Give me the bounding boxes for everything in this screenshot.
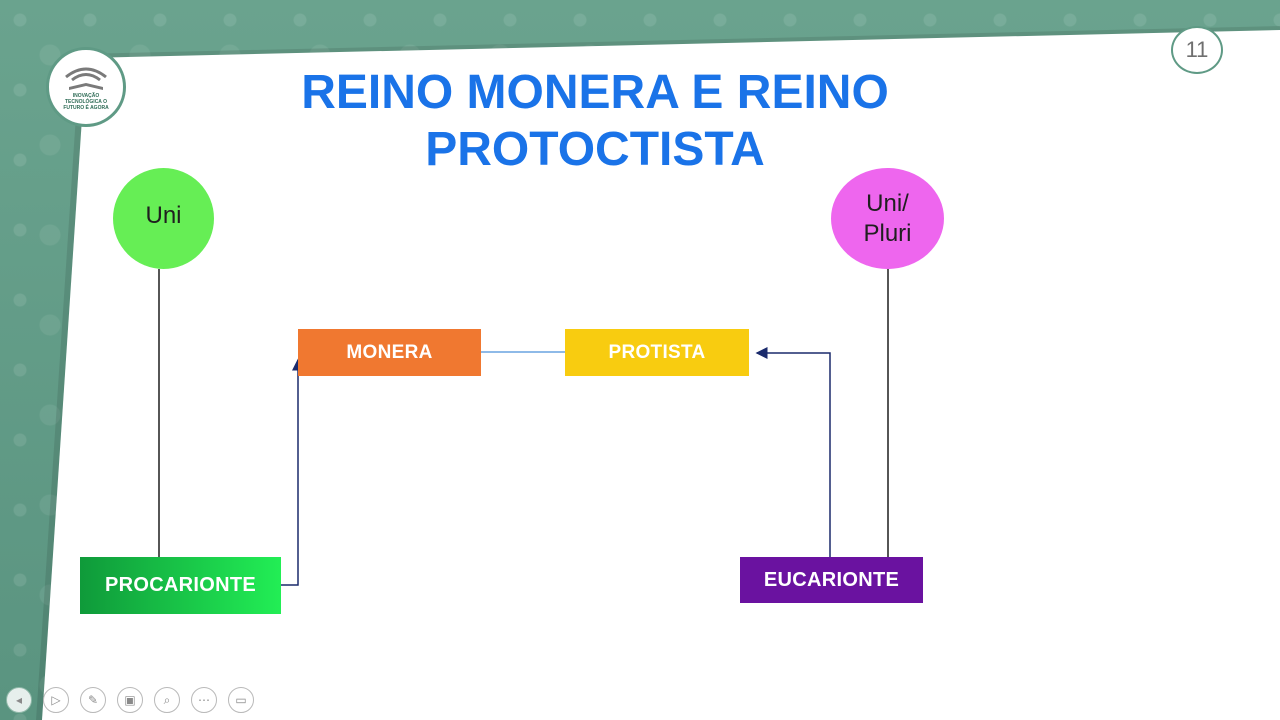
presentation-toolbar: ◂ ▷ ✎ ▣ ⌕ ⋯ ▭ <box>6 686 254 714</box>
monitor-icon: ▭ <box>235 693 247 707</box>
previous-slide-button[interactable]: ◂ <box>6 687 32 713</box>
circle-uni-pluri: Uni/ Pluri <box>831 168 944 269</box>
display-settings-button[interactable]: ▭ <box>228 687 254 713</box>
zoom-icon: ⌕ <box>163 692 171 707</box>
see-all-slides-button[interactable]: ▣ <box>117 687 143 713</box>
more-options-button[interactable]: ⋯ <box>191 687 217 713</box>
box-protista: PROTISTA <box>565 329 749 376</box>
logo-text: INOVAÇÃO TECNOLÓGICA O FUTURO É AGORA <box>63 93 109 111</box>
box-monera: MONERA <box>298 329 481 376</box>
ellipsis-icon: ⋯ <box>198 693 210 707</box>
slide-title: REINO MONERA E REINO PROTOCTISTA <box>301 66 889 176</box>
pen-tool-button[interactable]: ✎ <box>80 687 106 713</box>
zoom-button[interactable]: ⌕ <box>154 687 180 713</box>
arrow-left-icon: ◂ <box>15 693 23 707</box>
box-eucarionte: EUCARIONTE <box>740 557 923 603</box>
slides-icon: ▣ <box>124 693 136 707</box>
next-slide-button[interactable]: ▷ <box>43 687 69 713</box>
box-procarionte: PROCARIONTE <box>80 557 281 614</box>
slide-number: 11 <box>1171 26 1223 74</box>
pen-icon: ✎ <box>87 693 99 707</box>
logo-badge: INOVAÇÃO TECNOLÓGICA O FUTURO É AGORA <box>46 47 126 127</box>
wifi-book-logo-icon <box>65 67 107 90</box>
arrow-right-icon: ▷ <box>51 693 61 707</box>
circle-uni: Uni <box>113 168 214 269</box>
